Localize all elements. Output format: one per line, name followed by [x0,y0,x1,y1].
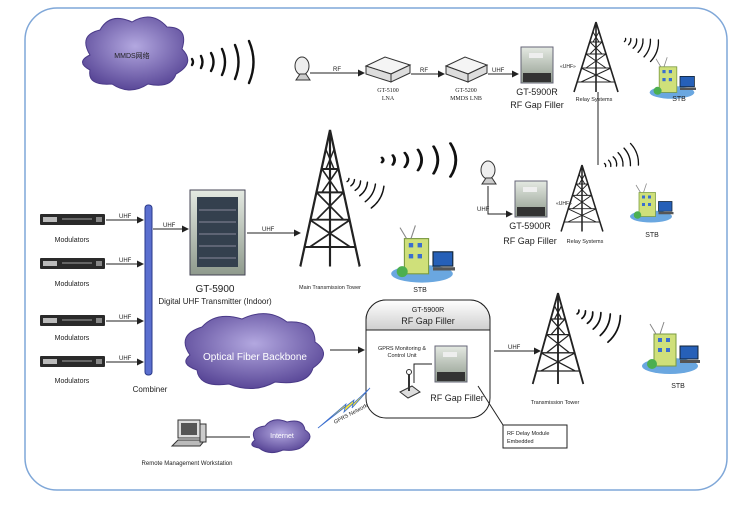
gap-filler-label: RF Gap Filler [430,393,484,403]
combiner-bar [144,204,153,376]
gap-filler-device-top [520,46,554,84]
gprs-unit-label: Control Unit [387,353,417,359]
uhf-label: UHF [119,258,132,264]
lna-device: GT-5100 LNA [364,56,412,102]
gap-filler-device-middle [514,180,548,218]
transmitter-name: Digital UHF Transmitter (Indoor) [158,297,272,306]
box-model: GT-5900R [412,307,444,314]
uhf-label: UHF [119,356,132,362]
modulator-label: Modulators [55,335,90,342]
modulator-3: Modulators [40,315,105,342]
lna-model: GT-5100 [377,88,398,94]
lnb-model: GT-5200 [455,88,476,94]
uhf-label-bottom: UHF [508,345,521,351]
tower-label-bottom: Transmission Tower [531,400,580,406]
uhf-label: UHF [262,227,275,233]
modulator-label: Modulators [55,378,90,385]
mmds-cloud: MMDS网络 [82,16,189,91]
satellite-dish-icon [480,160,497,185]
stb-label-top: STB [672,96,686,103]
gap-name-top: RF Gap Filler [510,100,564,110]
workstation-icon [170,419,207,447]
stb-label-middle: STB [645,232,659,239]
uhf-label-middle: UHF [477,207,490,213]
modulator-label: Modulators [55,237,90,244]
modulator-label: Modulators [55,281,90,288]
uhf-link-middle [487,186,513,218]
relay-label-top: Relay Systems [576,97,613,103]
mmds-lnb-device: GT-5200 MMDS LNB [444,56,489,102]
gprs-lightning-icon [317,387,371,429]
stb-label-main: STB [413,287,427,294]
main-tower-label: Main Transmission Tower [299,285,361,291]
gap-filler-enclosure: GT-5900R RF Gap Filler GPRS Monitoring &… [365,299,491,419]
relay-label-middle: Relay Systems [567,239,604,245]
combiner-label: Combiner [133,385,168,394]
box-name: RF Gap Filler [401,316,455,326]
gprs-antenna-icon [399,369,421,399]
gap-filler-device-bottom [434,345,468,383]
stb-label-bottom: STB [671,383,685,390]
gap-model-middle: GT-5900R [509,221,551,231]
uhf-label: UHF [163,223,176,229]
delay-module-callout: RF Delay Module Embedded [502,424,568,449]
uhf-label-top: UHF [492,68,505,74]
uhf-label: UHF [119,315,132,321]
transmitter-rack-icon [189,189,246,276]
lnb-name: MMDS LNB [450,96,482,102]
gap-name-middle: RF Gap Filler [503,236,557,246]
satellite-dish-icon [294,56,311,81]
uhf-label-relay-top: «UHF» [560,64,576,70]
workstation-label: Remote Management Workstation [142,461,233,467]
gap-model-top: GT-5900R [516,87,558,97]
modulator-1: Modulators [40,214,105,244]
transmitter-model: GT-5900 [196,284,235,295]
callout-line [477,385,504,426]
internet-cloud: Internet [251,419,311,454]
callout-text: Embedded [507,439,534,445]
rf-label-1: RF [333,67,341,73]
optical-fiber-cloud: Optical Fiber Backbone [184,313,324,389]
rf-label-2: RF [420,68,428,74]
fiber-label: Optical Fiber Backbone [203,352,307,363]
callout-text: RF Delay Module [507,431,550,437]
modulator-links [106,216,144,366]
uhf-label-relay-middle: «UHF» [556,201,572,207]
mmds-cloud-label: MMDS网络 [114,51,149,60]
uhf-label: UHF [119,214,132,220]
lna-name: LNA [382,96,395,102]
gprs-unit-label: GPRS Monitoring & [378,346,426,352]
modulator-2: Modulators [40,258,105,288]
modulator-4: Modulators [40,356,105,385]
internet-label: Internet [270,433,294,440]
